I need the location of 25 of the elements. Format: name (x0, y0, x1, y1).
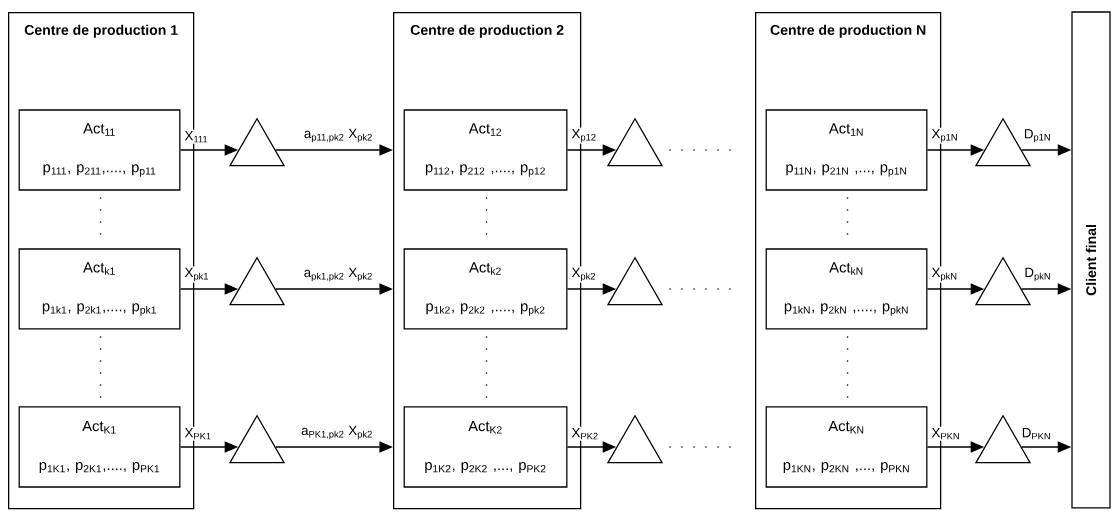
edge-label: D$_{p1N}$ (1024, 129, 1050, 143)
activity-box: Act$_{kN}$ p$_{1kN}$, p$_{2kN}$ ,...., p$_{pkN}$ (765, 248, 928, 330)
edge-label: D$_{PKN}$ (1022, 428, 1050, 440)
activity-box: Act$_{k2}$ p$_{1k2}$, p$_{2k2}$ ,...., p$_{pk2}$ (403, 248, 568, 330)
edge-label: a$_{pk1,pk2}$ X$_{pk2}$ (304, 267, 372, 282)
activity-box: Act$_{1N}$ p$_{11N}$, p$_{21N}$ ,..., p$_{p1N}$ (765, 109, 928, 191)
edge-label: X$_{PKN}$ (931, 428, 959, 440)
edge-label: X$_{pkN}$ (931, 267, 957, 282)
activity-box: Act$_{KN}$ p$_{1KN}$, p$_{2KN}$ ,..., p$_{PKN}$ (765, 406, 928, 488)
activity-box: Act$_{k1}$ p$_{1k1}$, p$_{2k1}$,...., p$_{pk1}$ (18, 248, 181, 330)
activity-box: Act$_{11}$ p$_{111}$, p$_{211}$,...., p$_{p11}$ (18, 109, 181, 191)
edge-label: D$_{pkN}$ (1025, 267, 1050, 282)
client-box: Client final (1071, 11, 1111, 509)
edge-label: X$_{pk2}$ (571, 267, 595, 282)
edge-label: X$_{p1N}$ (931, 129, 957, 143)
edge-label: a$_{PK1,pk2}$ X$_{pk2}$ (301, 425, 372, 440)
edge-label: a$_{p11,pk2}$ X$_{pk2}$ (304, 128, 372, 143)
activity-box: Act$_{K1}$ p$_{1K1}$, p$_{2K1}$,...., p$_{PK1}$ (18, 406, 181, 488)
edge-label: X$_{p12}$ (571, 129, 596, 143)
edge-label: X$_{PK1}$ (184, 428, 211, 440)
edge-label: X$_{pk1}$ (184, 267, 209, 282)
activity-box: Act$_{K2}$ p$_{1K2}$, p$_{2K2}$ ,..., p$_{PK2}$ (403, 406, 568, 488)
edge-label: X$_{111}$ (184, 131, 208, 143)
activity-box: Act$_{12}$ p$_{112}$, p$_{212}$ ,...., p$_{p12}$ (403, 109, 568, 191)
edge-label: X$_{PK2}$ (571, 428, 598, 440)
